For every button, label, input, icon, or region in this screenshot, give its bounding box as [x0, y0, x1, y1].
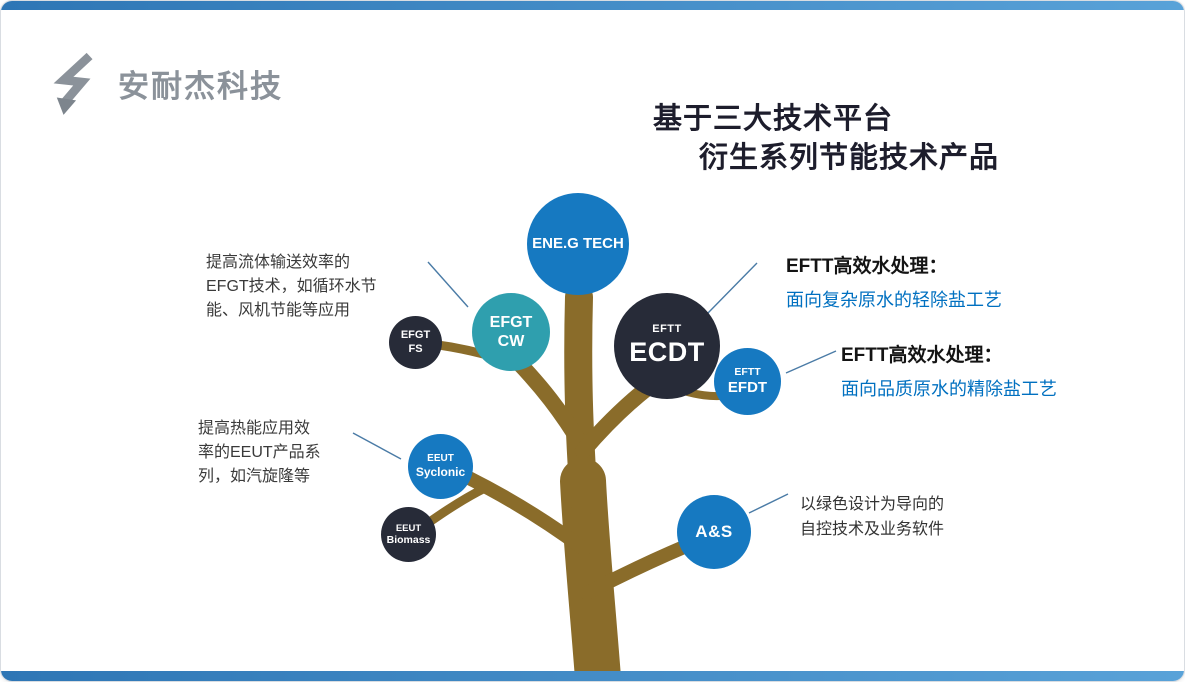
node-label: A&S [695, 521, 733, 541]
logo-text: 安耐杰科技 [118, 68, 283, 104]
node-eeut-biomass: EEUT Biomass [381, 507, 436, 562]
annotation-eeut: 提高热能应用效 率的EEUT产品系 列，如汽旋隆等 [198, 417, 373, 489]
node-ene-g-tech: ENE.G TECH [527, 193, 629, 295]
annotation-line: EFGT技术，如循环水节 [206, 278, 377, 295]
annotation-desc: 面向复杂原水的轻除盐工艺 [786, 290, 1002, 310]
node-label: ENE.G TECH [532, 235, 624, 252]
annotation-line: 自控技术及业务软件 [800, 521, 945, 538]
annotation-line: 以绿色设计为导向的 [800, 496, 945, 513]
node-eftt-ecdt: EFTT ECDT [614, 293, 720, 399]
annotation-eftt-light-desalination: EFTT高效水处理： 面向复杂原水的轻除盐工艺 [786, 254, 1002, 312]
annotation-title: EFTT高效水处理： [841, 345, 1003, 366]
node-label: EFTT [652, 323, 682, 336]
connector-line-eftt2 [785, 350, 837, 374]
node-label: Biomass [386, 533, 431, 546]
annotation-line: 提高流体输送效率的 [206, 254, 351, 271]
node-eftt-efdt: EFTT EFDT [714, 348, 781, 415]
node-label: ECDT [629, 337, 705, 368]
node-label: EEUT [427, 453, 454, 465]
node-label: EFGT [400, 329, 431, 342]
annotation-efgt: 提高流体输送效率的 EFGT技术，如循环水节 能、风机节能等应用 [206, 251, 446, 323]
node-a-and-s: A&S [677, 495, 751, 569]
annotation-line: 提高热能应用效 [198, 420, 311, 437]
connector-line-as [748, 493, 789, 514]
node-eeut-syclonic: EEUT Syclonic [408, 434, 473, 499]
annotation-line: 列，如汽旋隆等 [198, 468, 311, 485]
annotation-title: EFTT高效水处理： [786, 256, 948, 277]
annotation-desc: 面向品质原水的精除盐工艺 [841, 379, 1057, 399]
annotation-as: 以绿色设计为导向的 自控技术及业务软件 [800, 492, 1020, 542]
node-label: EEUT [395, 522, 422, 534]
node-label: EFGT [489, 313, 533, 331]
node-label: EFTT [734, 366, 761, 379]
logo: 安耐杰科技 [51, 51, 283, 115]
annotation-line: 率的EEUT产品系 [198, 444, 321, 461]
connector-line-eftt1 [707, 262, 758, 314]
title-line-2: 衍生系列节能技术产品 [699, 142, 1000, 174]
node-label: Syclonic [415, 465, 466, 480]
connector-line-efgt [427, 261, 469, 308]
annotation-eftt-fine-desalination: EFTT高效水处理： 面向品质原水的精除盐工艺 [841, 343, 1057, 401]
title-line-1: 基于三大技术平台 [653, 103, 894, 135]
slide-title: 基于三大技术平台 衍生系列节能技术产品 [653, 100, 999, 178]
top-accent-bar [1, 1, 1184, 10]
tree-branch-syclonic [460, 470, 591, 556]
node-label: FS [408, 342, 423, 355]
lightning-icon [53, 52, 93, 115]
node-label: CW [497, 333, 525, 350]
node-efgt-cw: EFGT CW [472, 293, 550, 371]
connector-line-eeut [352, 432, 402, 460]
annotation-line: 能、风机节能等应用 [206, 302, 351, 319]
node-efgt-fs: EFGT FS [389, 316, 442, 369]
bottom-accent-bar [1, 671, 1184, 681]
node-label: EFDT [727, 378, 768, 396]
tree-trunk-upper [564, 283, 598, 515]
